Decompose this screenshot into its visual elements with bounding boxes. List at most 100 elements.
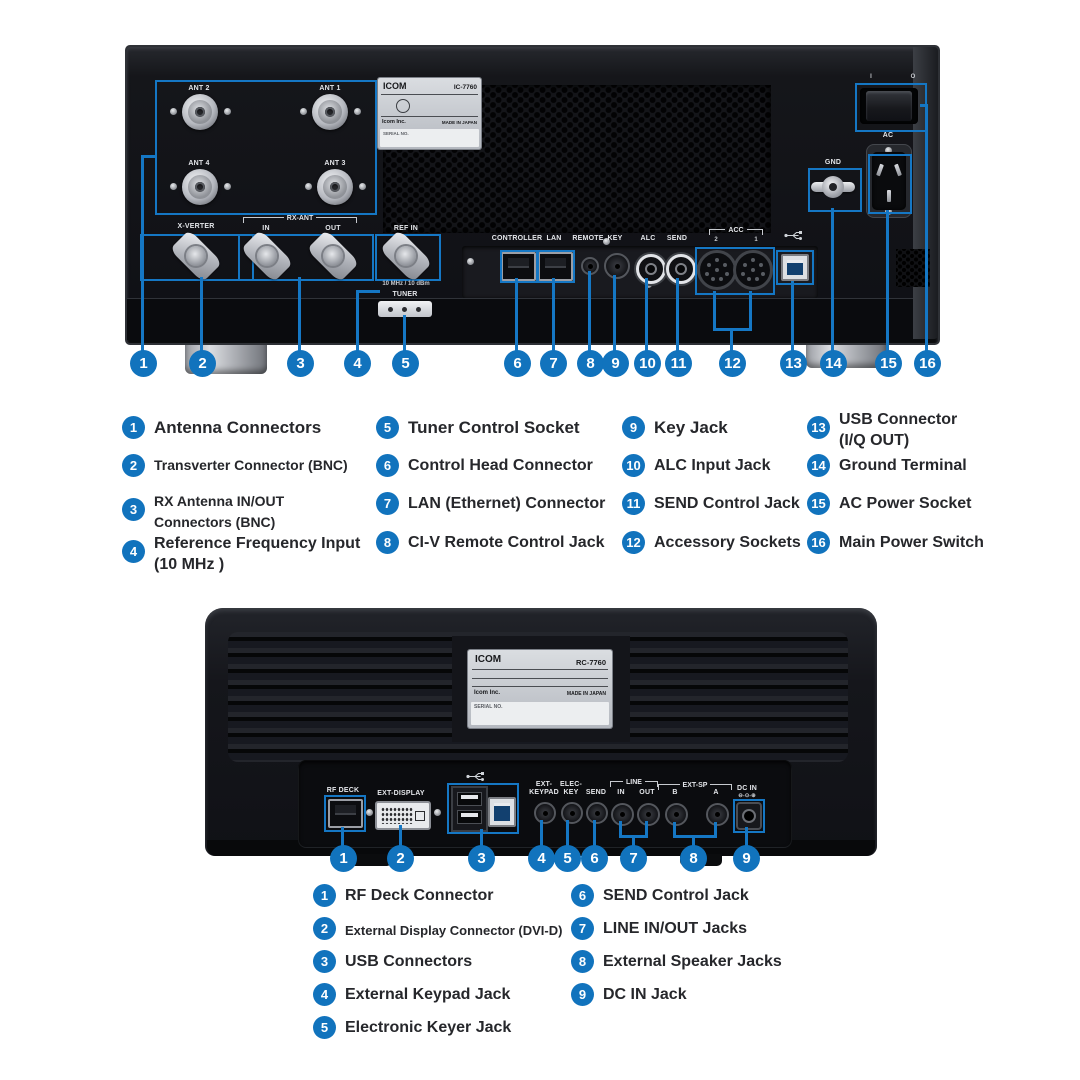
legend-label-13: USB Connector <box>839 411 958 428</box>
legend-num-c3: 3 <box>313 950 336 973</box>
rx-ant-out-connector <box>302 236 364 276</box>
callout-10: 10 <box>634 350 661 377</box>
usb-a-port-1 <box>457 792 482 806</box>
rx-ant-in-connector <box>236 236 298 276</box>
xverter-connector <box>165 236 227 276</box>
legend-item-c2: 2 External Display Connector (DVI-D) <box>313 917 562 941</box>
sp-a-label: A <box>713 789 719 796</box>
legend-item-5: 5 Tuner Control Socket <box>376 416 580 439</box>
elec-key-label-1: ELEC- <box>560 781 582 788</box>
send-jack <box>586 802 608 824</box>
controller-label: CONTROLLER <box>491 235 543 242</box>
rx-out-label: OUT <box>325 225 341 232</box>
ac-socket <box>872 152 906 210</box>
legend-label-2: Transverter Connector (BNC) <box>154 457 348 473</box>
rx-in-label: IN <box>262 225 270 232</box>
dc-in-jack <box>736 802 762 830</box>
usb-callout-box <box>447 783 519 834</box>
legend-label-14: Ground Terminal <box>839 457 967 474</box>
callout-16: 16 <box>914 350 941 377</box>
callout-8: 8 <box>577 350 604 377</box>
legend-num-c9: 9 <box>571 983 594 1006</box>
ac-callout-box <box>868 154 912 214</box>
ant3-connector <box>317 169 353 205</box>
dc-polarity-icon: ⊖-⊙-⊕ <box>738 793 756 799</box>
legend-item-c9: 9 DC IN Jack <box>571 983 687 1006</box>
key-label: KEY <box>607 235 623 242</box>
callout-5: 5 <box>392 350 419 377</box>
callout-c3: 3 <box>468 845 495 872</box>
legend-num-2: 2 <box>122 454 145 477</box>
callout-c6: 6 <box>581 845 608 872</box>
gnd-label: GND <box>824 159 842 166</box>
ant4-connector <box>182 169 218 205</box>
legend-label-10: ALC Input Jack <box>654 457 771 474</box>
controller-connector <box>501 252 536 281</box>
legend-item-6: 6 Control Head Connector <box>376 454 593 477</box>
ant2-label: ANT 2 <box>188 85 210 92</box>
callout-15: 15 <box>875 350 902 377</box>
callout-1: 1 <box>130 350 157 377</box>
controller-foot-left <box>350 854 392 866</box>
line-label: LINE <box>626 779 642 786</box>
legend-num-7: 7 <box>376 492 399 515</box>
usb-icon <box>466 772 484 781</box>
elec-key-jack <box>561 802 583 824</box>
brand-logo: ICOM <box>475 654 502 665</box>
acc2-socket <box>697 250 737 290</box>
xverter-label: X-VERTER <box>177 223 215 230</box>
rf-deck-label: RF DECK <box>326 787 360 794</box>
legend-item-3: 3 RX Antenna IN/OUT Connectors (BNC) <box>122 490 284 533</box>
alc-jack <box>636 254 666 284</box>
line-out-jack <box>637 803 660 826</box>
ground-terminal-nut <box>822 176 844 198</box>
legend-label-c6: SEND Control Jack <box>603 887 749 904</box>
legend-num-c4: 4 <box>313 983 336 1006</box>
ext-sp-bracket: EXT-SP <box>658 781 732 791</box>
model-label: RC-7760 <box>575 658 606 667</box>
ref-in-label: REF IN <box>393 225 419 232</box>
id-plate-controller: ICOM RC-7760 Icom Inc. MADE IN JAPAN SER… <box>468 650 612 728</box>
legend-label-c3: USB Connectors <box>345 953 473 970</box>
ant2-connector <box>182 94 218 130</box>
gnd-callout-box <box>808 168 862 212</box>
legend-item-16: 16 Main Power Switch <box>807 531 984 554</box>
legend-item-14: 14 Ground Terminal <box>807 454 967 477</box>
legend-num-c7: 7 <box>571 917 594 940</box>
callout-12: 12 <box>719 350 746 377</box>
legend-num-12: 12 <box>622 531 645 554</box>
legend-label-4b: (10 MHz ) <box>154 556 225 573</box>
callout-14: 14 <box>820 350 847 377</box>
acc-label: ACC <box>728 227 744 234</box>
usb-b-connector <box>488 797 516 827</box>
legend-label-c9: DC IN Jack <box>603 986 687 1003</box>
line-out-label: OUT <box>639 789 655 796</box>
legend-item-c5: 5 Electronic Keyer Jack <box>313 1016 511 1039</box>
legend-num-6: 6 <box>376 454 399 477</box>
legend-label-4: Reference Frequency Input <box>154 535 361 552</box>
id-plate-main: ICOM IC-7760 Icom Inc. MADE IN JAPAN SER… <box>378 78 481 149</box>
legend-num-c1: 1 <box>313 884 336 907</box>
maker-label: Icom Inc. <box>382 119 406 125</box>
main-power-switch <box>866 91 912 121</box>
legend-num-13: 13 <box>807 416 830 439</box>
key-jack <box>604 253 630 279</box>
send-label: SEND <box>585 789 607 796</box>
legend-label-3b: Connectors (BNC) <box>154 514 276 530</box>
callout-13: 13 <box>780 350 807 377</box>
ac-label: AC <box>882 132 894 139</box>
maker-label: Icom Inc. <box>474 690 501 696</box>
lan-connector <box>538 252 573 281</box>
legend-num-14: 14 <box>807 454 830 477</box>
legend-item-c4: 4 External Keypad Jack <box>313 983 510 1006</box>
legend-item-c1: 1 RF Deck Connector <box>313 884 493 907</box>
legend-label-c2: External Display Connector (DVI-D) <box>345 923 563 938</box>
ant1-connector <box>312 94 348 130</box>
legend-item-15: 15 AC Power Socket <box>807 492 971 515</box>
usb-callout-box <box>776 250 814 285</box>
legend-label-13b: (I/Q OUT) <box>839 432 910 449</box>
callout-3: 3 <box>287 350 314 377</box>
legend-num-c2: 2 <box>313 917 336 940</box>
legend-item-4: 4 Reference Frequency Input (10 MHz ) <box>122 532 360 575</box>
